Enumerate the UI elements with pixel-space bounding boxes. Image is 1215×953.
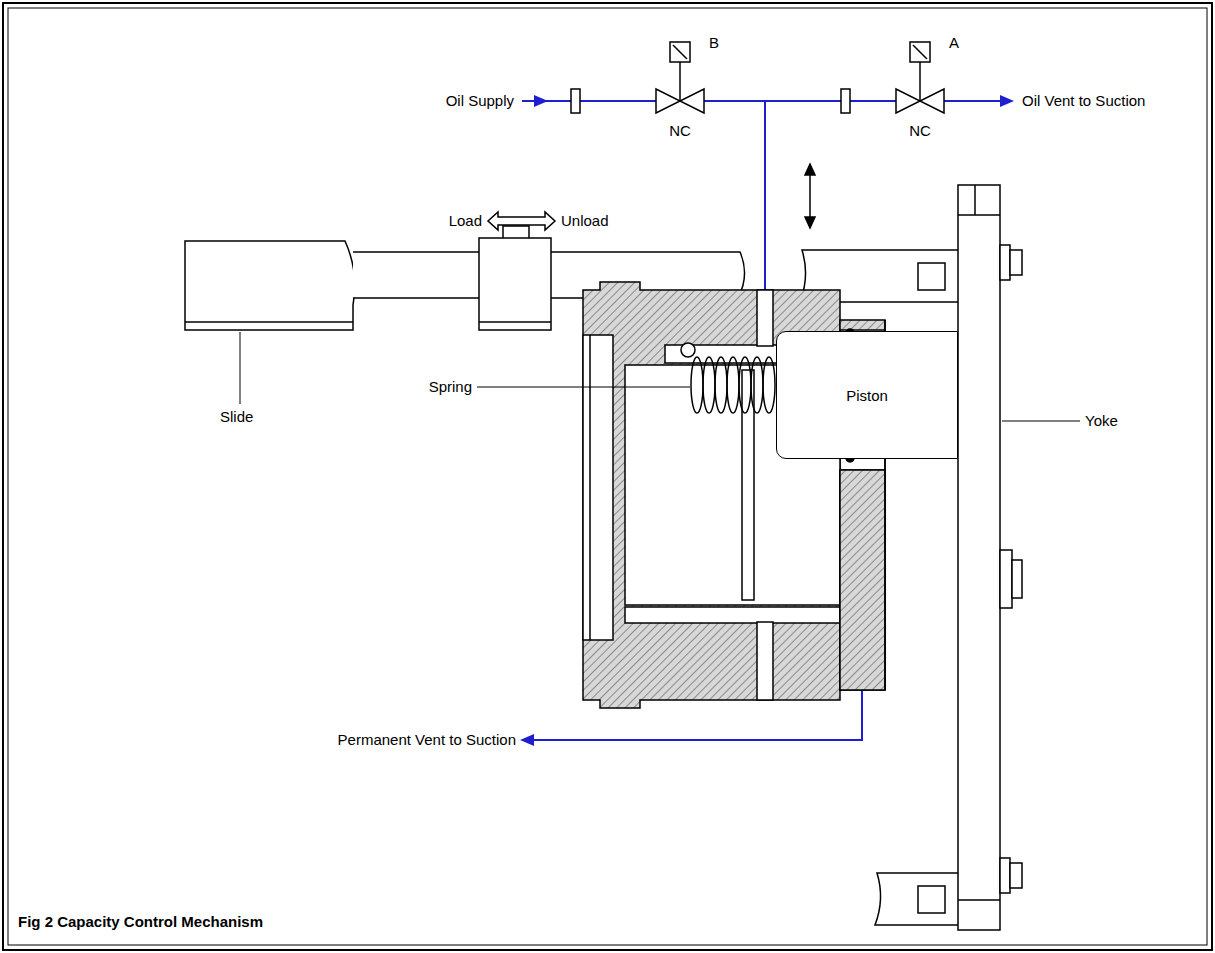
yoke-part xyxy=(1010,250,1022,275)
flow-direction-arrow-part xyxy=(809,170,811,222)
valve-letter: B xyxy=(707,34,721,52)
yoke-part xyxy=(1000,245,1010,280)
solenoid-valve-a-part xyxy=(913,45,927,59)
cylinder-housing-part xyxy=(589,335,591,640)
spring-part xyxy=(715,357,727,413)
valve-letter: A xyxy=(947,34,961,52)
flow-direction-arrow xyxy=(805,164,815,228)
slide-part xyxy=(488,212,555,230)
yoke-rods-part xyxy=(918,263,945,290)
piston: Piston xyxy=(776,331,958,459)
spring-part xyxy=(751,357,763,413)
slide-part xyxy=(185,241,355,330)
slide-part xyxy=(479,238,551,330)
spring xyxy=(691,357,775,413)
flow-direction-arrow-part xyxy=(805,164,815,175)
orifices xyxy=(571,89,850,113)
flow-arrowheads xyxy=(520,95,1014,746)
solenoid-valve-b-part xyxy=(680,89,704,113)
yoke-part xyxy=(1000,550,1012,608)
solenoid-valve-a xyxy=(896,42,944,113)
frame-part xyxy=(8,8,1207,945)
spring-part xyxy=(739,357,751,413)
yoke-rods-part xyxy=(875,873,958,925)
solenoid-valve-b-part xyxy=(679,62,681,101)
solenoid-valve-b-part xyxy=(673,45,687,59)
oil-piping xyxy=(522,101,1004,740)
leader-lines-part xyxy=(1002,421,1080,422)
flow-arrowheads-part xyxy=(520,734,534,746)
flow-direction-arrow-part xyxy=(805,217,815,228)
solenoid-valve-a-part xyxy=(920,89,944,113)
flow-arrowheads-part xyxy=(1000,95,1014,107)
leader-lines-part xyxy=(477,387,690,388)
yoke-part xyxy=(1010,863,1022,888)
solenoid-valve-b-part xyxy=(656,89,680,113)
part-name: Spring xyxy=(427,378,474,396)
vent-label: Oil Vent to Suction xyxy=(1020,92,1147,110)
slide-part xyxy=(479,321,551,323)
frame xyxy=(3,3,1212,950)
spring-part xyxy=(703,357,715,413)
spring-part xyxy=(691,357,703,413)
part-name: Piston xyxy=(846,387,888,404)
valve-state: NC xyxy=(667,122,693,140)
vent-label: Permanent Vent to Suction xyxy=(336,731,518,749)
part-name: Slide xyxy=(218,408,255,426)
figure-caption: Fig 2 Capacity Control Mechanism xyxy=(16,913,265,931)
slide-part xyxy=(185,321,353,323)
solenoid-valve-a-part xyxy=(896,89,920,113)
solenoid-valve-a-part xyxy=(919,62,921,101)
direction-label: Load xyxy=(447,212,484,230)
spring-part xyxy=(727,357,739,413)
cylinder-housing-part xyxy=(757,622,773,700)
solenoid-valve-b xyxy=(656,42,704,113)
direction-label: Unload xyxy=(559,212,611,230)
yoke xyxy=(958,185,1022,930)
solenoid-valve-a-part xyxy=(910,42,930,62)
yoke-part xyxy=(1012,560,1022,598)
yoke-part xyxy=(1000,858,1010,893)
leader-lines-part xyxy=(240,332,241,404)
cylinder-housing-part xyxy=(757,290,773,346)
oil-piping-part xyxy=(764,101,766,300)
valve-state: NC xyxy=(907,122,933,140)
yoke-part xyxy=(958,899,1000,901)
yoke-part xyxy=(958,214,1000,216)
supply-label: Oil Supply xyxy=(444,92,516,110)
orifices-part xyxy=(571,89,580,113)
frame-part xyxy=(3,3,1212,950)
solenoid-valve-b-part xyxy=(670,42,690,62)
orifices-part xyxy=(841,89,850,113)
yoke-part xyxy=(958,185,1000,930)
yoke-rods-part xyxy=(918,886,945,913)
yoke-part xyxy=(974,185,976,215)
cylinder-housing-part xyxy=(583,335,613,640)
cylinder-housing-part xyxy=(840,470,885,690)
flow-arrowheads-part xyxy=(534,95,548,107)
cylinder-housing-part xyxy=(625,607,840,623)
spring-part xyxy=(763,357,775,413)
part-name: Yoke xyxy=(1083,412,1120,430)
cylinder-housing-part xyxy=(681,343,695,357)
